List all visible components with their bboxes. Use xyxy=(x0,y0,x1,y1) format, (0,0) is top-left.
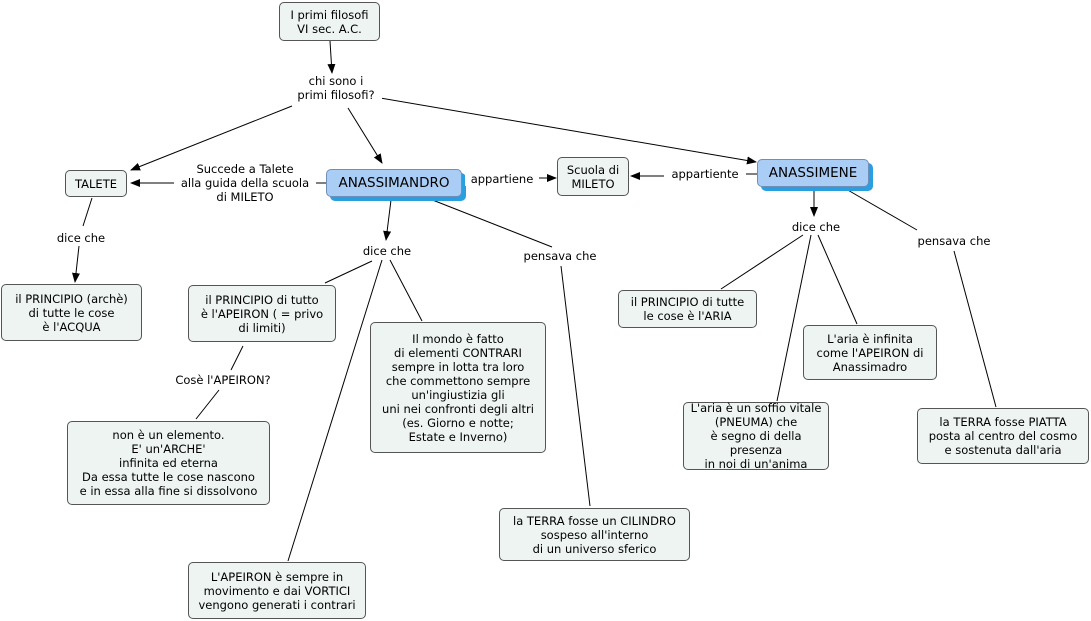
acqua-node[interactable]: il PRINCIPIO (archè) di tutte le cose è … xyxy=(1,284,142,341)
label-anassimene-pensava-che: pensava che xyxy=(909,234,999,248)
link-apeiron-cose xyxy=(230,345,244,371)
anassimene-node[interactable]: ANASSIMENE xyxy=(757,159,869,187)
aria-node[interactable]: il PRINCIPIO di tutte le cose è l'ARIA xyxy=(618,290,757,328)
link-chisono-anassimene xyxy=(379,97,757,165)
link-dice-acqua xyxy=(72,245,80,283)
link-anassimandro-dice xyxy=(383,199,392,241)
link-cose-def xyxy=(195,389,220,420)
pneuma-node[interactable]: L'aria è un soffio vitale (PNEUMA) che è… xyxy=(683,401,829,471)
link-pensava-cilindro xyxy=(560,265,591,507)
link-talete-dice xyxy=(82,197,93,227)
aria-infinita-node[interactable]: L'aria è infinita come l'APEIRON di Anas… xyxy=(803,325,937,380)
anassimandro-node[interactable]: ANASSIMANDRO xyxy=(326,169,462,197)
link-anassimene-pensava xyxy=(845,188,918,231)
link-dice-aria xyxy=(720,234,804,290)
apeiron-description-node[interactable]: non è un elemento. E' un'ARCHE' infinita… xyxy=(67,421,270,505)
label-anassimandro-pensava-che: pensava che xyxy=(516,249,604,263)
link-chisono-talete xyxy=(130,105,293,171)
root-node[interactable]: I primi filosofi VI sec. A.C. xyxy=(279,2,380,41)
link-pensava-piatta xyxy=(953,250,997,408)
link-chisono-anassimandro xyxy=(347,107,383,164)
label-talete-dice-che: dice che xyxy=(51,231,111,245)
link-root-chisono xyxy=(327,40,336,74)
label-anassimandro-dice-che: dice che xyxy=(356,244,418,258)
link-dice-apeiron xyxy=(324,260,373,284)
link-dice-pneuma xyxy=(776,234,812,402)
label-appartiene: appartiene xyxy=(465,172,539,186)
link-dice-ariainf xyxy=(817,234,858,325)
talete-node[interactable]: TALETE xyxy=(65,170,127,197)
vortici-node[interactable]: L'APEIRON è sempre in movimento e dai VO… xyxy=(188,562,366,619)
label-appartiente: appartiente xyxy=(664,167,746,181)
label-chi-sono: chi sono i primi filosofi? xyxy=(290,74,382,102)
apeiron-definition-node[interactable]: il PRINCIPIO di tutto è l'APEIRON ( = pr… xyxy=(188,285,336,342)
terra-piatta-node[interactable]: la TERRA fosse PIATTA posta al centro de… xyxy=(917,408,1089,464)
scuola-mileto-node[interactable]: Scuola di MILETO xyxy=(557,157,629,196)
contrari-node[interactable]: Il mondo è fatto di elementi CONTRARI se… xyxy=(370,322,546,453)
link-anassimandro-pensava xyxy=(429,198,553,248)
cilindro-node[interactable]: la TERRA fosse un CILINDRO sospeso all'i… xyxy=(499,508,690,561)
label-cose-apeiron: Cosè l'APEIRON? xyxy=(166,373,280,387)
link-dice-vortici xyxy=(287,259,383,562)
link-dice-contrari xyxy=(389,259,423,322)
label-succede-talete: Succede a Talete alla guida della scuola… xyxy=(174,162,316,204)
label-anassimene-dice-che: dice che xyxy=(785,220,847,234)
